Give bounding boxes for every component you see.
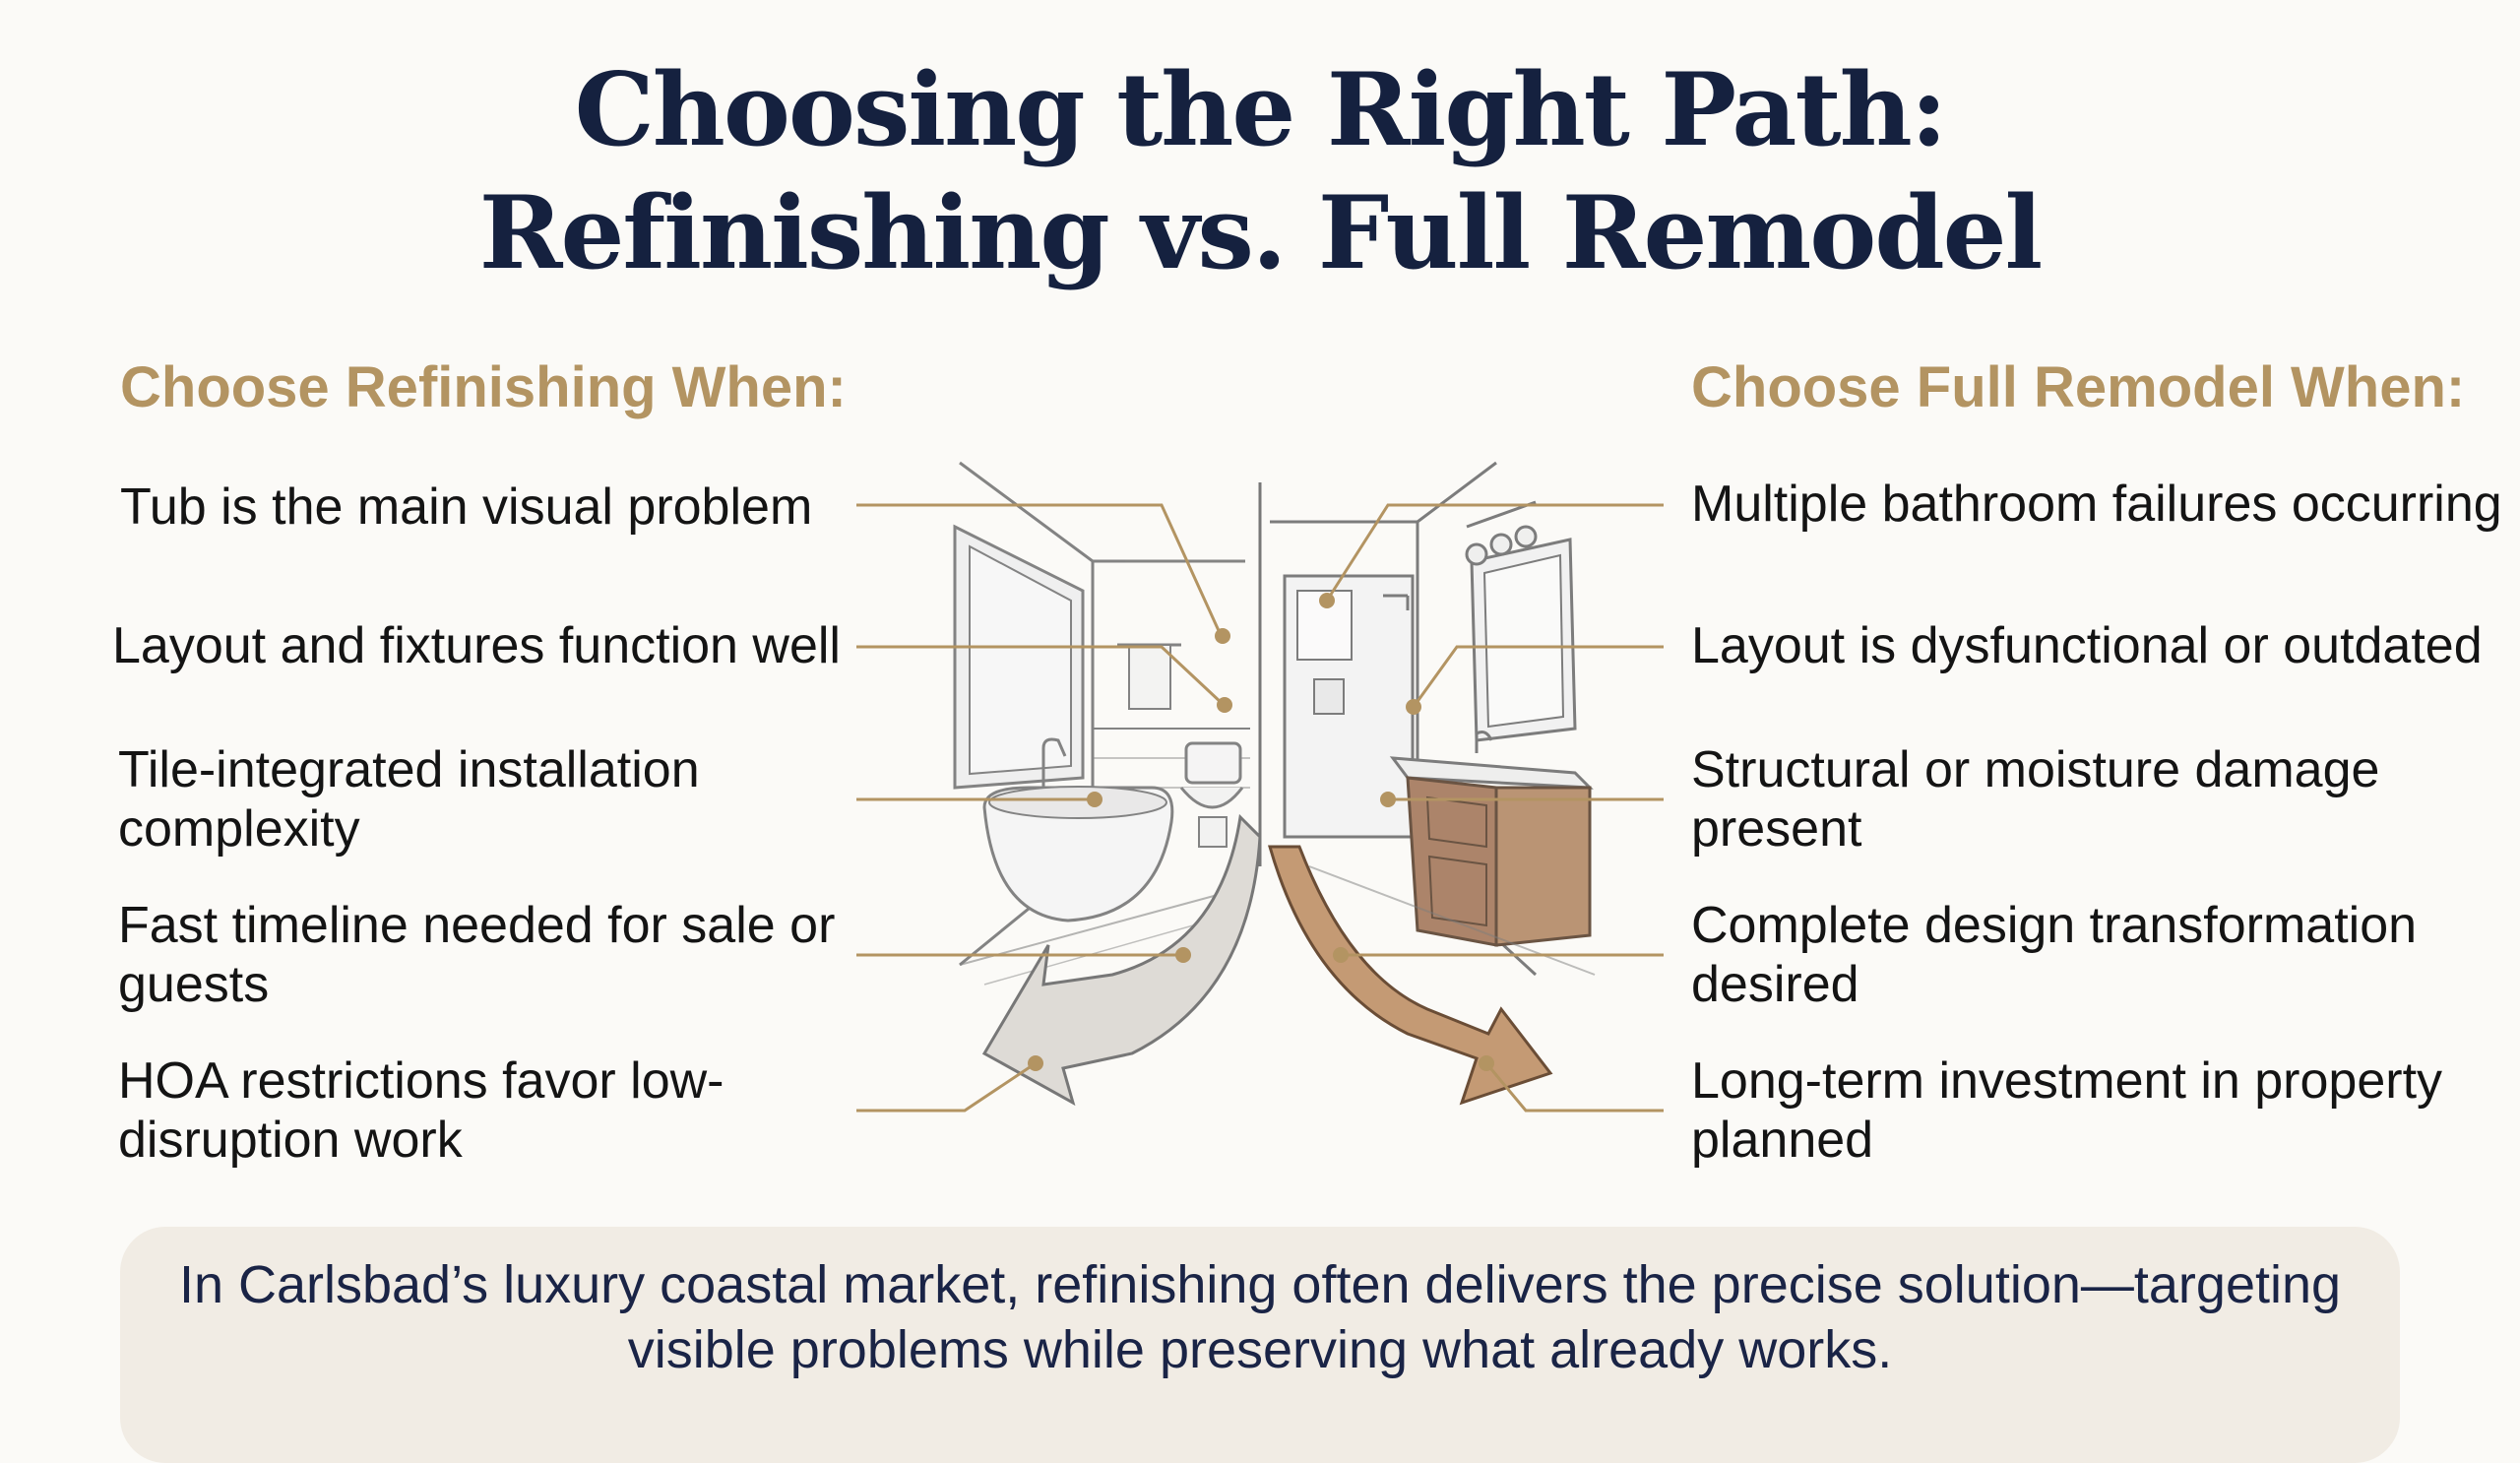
- refinishing-item-5: HOA restrictions favor low-disruption wo…: [118, 1052, 724, 1169]
- right-scene-sketch: [1270, 461, 1596, 977]
- refinishing-heading: Choose Refinishing When:: [120, 355, 847, 419]
- refinishing-item-4: Fast timeline needed for sale or guests: [118, 897, 836, 1013]
- bathroom-illustration: [856, 461, 1664, 1113]
- remodel-item-3: Structural or moisture damage present: [1691, 741, 2380, 858]
- remodel-item-5: Long-term investment in property planned: [1691, 1052, 2443, 1169]
- left-scene-sketch: [953, 461, 1251, 986]
- remodel-item-2: Layout is dysfunctional or outdated: [1691, 617, 2483, 674]
- remodel-path-arrow: [1268, 845, 1553, 1106]
- summary-text: In Carlsbad’s luxury coastal market, ref…: [120, 1252, 2400, 1382]
- refinishing-connector-dots: [1028, 628, 1232, 1071]
- remodel-item-1: Multiple bathroom failures occurring: [1691, 476, 2502, 533]
- refinishing-item-3: Tile-integrated installation complexity: [118, 741, 700, 858]
- refinishing-path-arrow: [981, 813, 1262, 1107]
- remodel-connectors: [1325, 503, 1664, 1113]
- remodel-connector-dots: [1319, 593, 1494, 1071]
- refinishing-item-1: Tub is the main visual problem: [120, 478, 813, 536]
- remodel-heading: Choose Full Remodel When:: [1691, 355, 2466, 419]
- page-title: Choosing the Right Path: Refinishing vs.…: [0, 49, 2520, 295]
- summary-line-2: visible problems while preserving what a…: [627, 1320, 1893, 1379]
- summary-line-1: In Carlsbad’s luxury coastal market, ref…: [178, 1255, 2342, 1314]
- title-line-1: Choosing the Right Path:: [574, 51, 1948, 169]
- refinishing-connectors: [856, 503, 1225, 1113]
- refinishing-item-2: Layout and fixtures function well: [112, 617, 841, 674]
- remodel-item-4: Complete design transformation desired: [1691, 897, 2418, 1013]
- title-line-2: Refinishing vs. Full Remodel: [478, 174, 2044, 292]
